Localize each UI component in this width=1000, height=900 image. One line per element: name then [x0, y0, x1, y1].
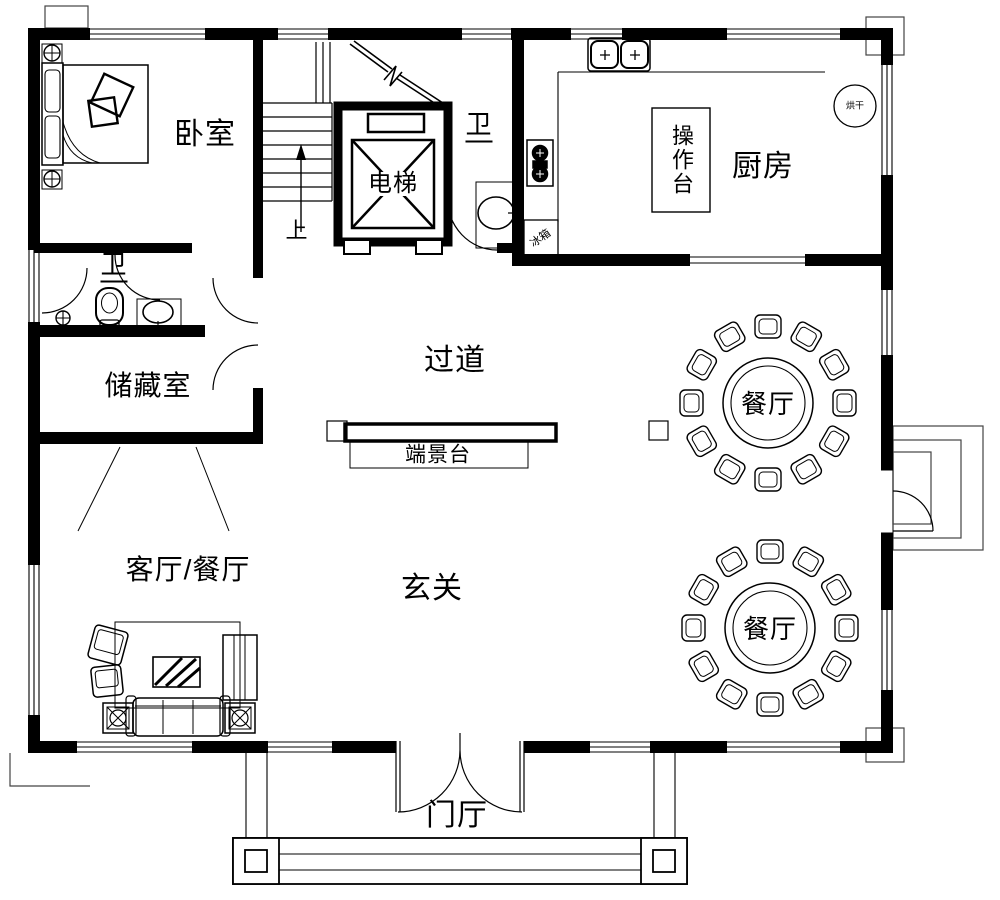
column: [648, 420, 669, 441]
label-stairs-up: 上: [285, 218, 309, 243]
room-label-bath-left: 卫: [100, 252, 128, 283]
room-label-corridor: 过道: [424, 344, 486, 377]
console-table: [326, 420, 669, 469]
label-dryer: 烘干: [845, 100, 865, 111]
kitchen-fixtures: [523, 37, 877, 259]
room-label-storage: 储藏室: [104, 370, 192, 401]
room-label-dining-1: 餐厅: [738, 389, 798, 419]
room-label-bedroom: 卧室: [174, 118, 236, 151]
living-room-furniture: [77, 446, 258, 737]
room-label-elevator: 电梯: [366, 170, 420, 197]
bedroom-furniture: [41, 43, 149, 190]
room-label-living: 客厅/餐厅: [125, 554, 251, 585]
bath-top-fixtures: [475, 181, 518, 249]
dryer-circle: [833, 84, 877, 128]
porch: [232, 753, 688, 885]
door-arcs: [41, 196, 934, 813]
room-label-foyer: 玄关: [401, 572, 463, 605]
room-label-kitchen: 厨房: [732, 150, 794, 183]
kitchen-opening: [690, 256, 805, 264]
windows: [28, 28, 893, 753]
label-worktop: 操作台: [669, 124, 694, 196]
room-label-entry: 门厅: [426, 799, 488, 832]
room-label-bath-top: 卫: [465, 112, 493, 143]
column: [326, 420, 348, 442]
bath-left-fixtures: [55, 287, 182, 331]
label-console: 端景台: [405, 443, 471, 467]
staircase: [263, 40, 447, 232]
exterior-walls: [28, 28, 893, 753]
interior-walls: [34, 40, 881, 444]
room-label-dining-2: 餐厅: [740, 614, 800, 644]
